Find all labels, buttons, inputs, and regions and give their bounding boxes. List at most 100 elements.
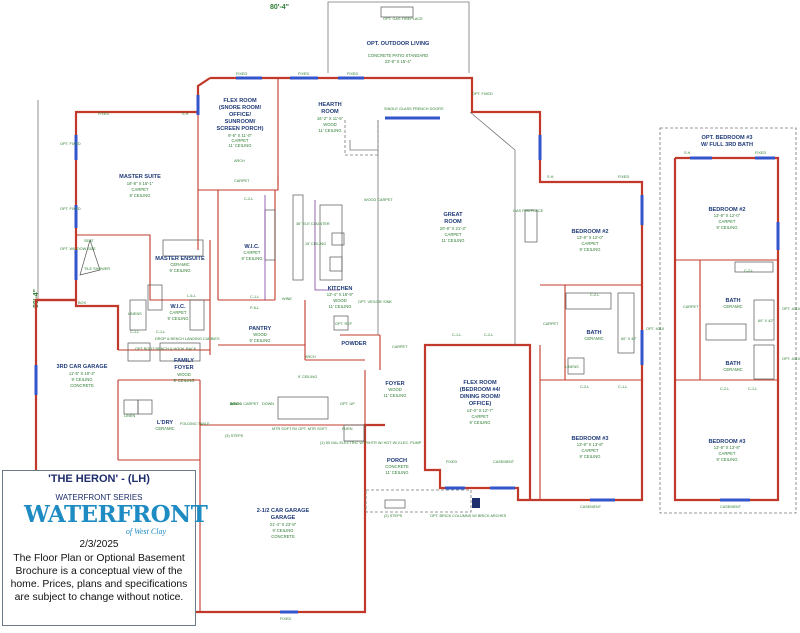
svg-text:FOLDING TABLE: FOLDING TABLE	[180, 422, 210, 426]
svg-text:BEDROOM #3: BEDROOM #3	[572, 436, 609, 442]
room-label-great-room: GREAT ROOM 20'-8" X 21'-3" CARPET 11' CE…	[440, 212, 467, 243]
svg-text:S.H.: S.H.	[684, 151, 691, 155]
svg-text:C-2-L: C-2-L	[580, 385, 590, 389]
svg-text:MTR SOFT R/I OPT. MTR SOFT: MTR SOFT R/I OPT. MTR SOFT	[272, 427, 328, 431]
svg-text:C-1-L: C-1-L	[618, 385, 628, 389]
windows	[34, 76, 644, 614]
svg-text:DROP & BENCH LANDING CUBBIES: DROP & BENCH LANDING CUBBIES	[155, 337, 220, 341]
overall-width-dimension: 80'-4"	[270, 4, 289, 11]
svg-text:C-1-L: C-1-L	[130, 330, 140, 334]
svg-text:OFFICE/: OFFICE/	[229, 112, 252, 118]
svg-text:60" X 42": 60" X 42"	[758, 319, 774, 323]
svg-text:9' CEILING: 9' CEILING	[716, 225, 737, 230]
svg-text:9' CEILING: 9' CEILING	[169, 268, 190, 273]
svg-text:OPT. FIXED: OPT. FIXED	[60, 207, 81, 211]
svg-text:13'-8" X 13'-8": 13'-8" X 13'-8"	[577, 442, 604, 447]
svg-text:CARPET: CARPET	[445, 232, 462, 237]
fireplace-label: OPT. GAS FIREPLACE	[383, 17, 423, 21]
svg-text:(2) STEPS: (2) STEPS	[384, 514, 403, 518]
svg-text:CARPET: CARPET	[719, 219, 736, 224]
svg-text:CARPET: CARPET	[234, 179, 250, 183]
svg-text:FLEX ROOM: FLEX ROOM	[223, 98, 257, 104]
svg-text:W.I.C.: W.I.C.	[244, 244, 260, 250]
svg-text:DINING ROOM/: DINING ROOM/	[460, 394, 501, 400]
svg-text:GARAGE: GARAGE	[271, 515, 296, 521]
svg-text:9' CEILING: 9' CEILING	[469, 420, 490, 425]
svg-text:C-2-L: C-2-L	[590, 293, 600, 297]
svg-text:C-1-L: C-1-L	[452, 333, 462, 337]
svg-text:WOOD: WOOD	[177, 372, 191, 377]
svg-text:C-1-L: C-1-L	[748, 387, 758, 391]
svg-text:11' CEILING: 11' CEILING	[318, 128, 341, 133]
svg-text:C-2-L: C-2-L	[484, 333, 494, 337]
interior-fixtures	[79, 111, 635, 513]
svg-text:WINE: WINE	[282, 297, 292, 301]
svg-text:ARCH: ARCH	[230, 402, 241, 406]
room-label-flex-top: FLEX ROOM (SNORE ROOM/ OFFICE/ SUNROOM/ …	[217, 98, 264, 148]
svg-text:OFFICE): OFFICE)	[469, 401, 492, 407]
svg-text:9' CEILING: 9' CEILING	[167, 316, 188, 321]
waterfront-logo: WATERFRONT of West Clay	[24, 503, 208, 537]
svg-text:FURN: FURN	[342, 427, 353, 431]
svg-text:WOOD: WOOD	[323, 122, 337, 127]
svg-text:OPT. UP: OPT. UP	[340, 402, 355, 406]
svg-text:ARCH: ARCH	[234, 159, 245, 163]
svg-text:CARPET: CARPET	[132, 187, 149, 192]
svg-text:BOX: BOX	[78, 301, 86, 305]
room-label-bath: BATH CERAMIC	[584, 330, 603, 341]
svg-text:CARPET: CARPET	[170, 310, 187, 315]
svg-text:(3) STEPS: (3) STEPS	[225, 434, 244, 438]
svg-text:13'-8" X 13'-8": 13'-8" X 13'-8"	[714, 445, 741, 450]
svg-text:13'-4" X 18'-9": 13'-4" X 18'-9"	[327, 292, 354, 297]
svg-text:SEAT: SEAT	[84, 239, 94, 243]
room-label-flex-bottom: FLEX ROOM (BEDROOM #4/ DINING ROOM/ OFFI…	[460, 380, 501, 425]
svg-text:OPT. WINDOW SIZE: OPT. WINDOW SIZE	[60, 247, 96, 251]
svg-text:9' CEILING: 9' CEILING	[173, 378, 194, 383]
svg-text:GREAT: GREAT	[443, 212, 463, 218]
svg-text:BEDROOM #2: BEDROOM #2	[572, 229, 609, 235]
optional-bedroom-alternate	[659, 127, 797, 514]
svg-text:CONCRETE: CONCRETE	[70, 383, 94, 388]
svg-text:3RD CAR GARAGE: 3RD CAR GARAGE	[57, 364, 108, 370]
svg-text:(SNORE ROOM/: (SNORE ROOM/	[219, 105, 262, 111]
room-label-alt-bath2: BATH CERAMIC	[723, 361, 742, 372]
plan-date: 2/3/2025	[79, 539, 119, 550]
svg-text:FIXED: FIXED	[280, 617, 291, 621]
svg-text:15' CEILING: 15' CEILING	[305, 242, 326, 246]
svg-text:WOOD CARPET: WOOD CARPET	[230, 402, 259, 406]
svg-text:LINENS: LINENS	[565, 365, 579, 369]
svg-text:PANTRY: PANTRY	[249, 326, 272, 332]
svg-text:CONCRETE: CONCRETE	[385, 464, 409, 469]
svg-text:14'-0" X 12'-7": 14'-0" X 12'-7"	[467, 408, 494, 413]
svg-text:OPT. FIXED: OPT. FIXED	[472, 92, 493, 96]
svg-text:S.H.: S.H.	[182, 112, 189, 116]
room-label-wic-main: W.I.C. CARPET 9' CEILING	[241, 244, 262, 261]
svg-text:OPT. FIXED: OPT. FIXED	[60, 142, 81, 146]
svg-text:BATH: BATH	[725, 361, 740, 367]
svg-text:OPT. 4010: OPT. 4010	[782, 307, 800, 311]
svg-text:OPT. 4010: OPT. 4010	[782, 357, 800, 361]
svg-text:WOOD: WOOD	[253, 332, 267, 337]
room-label-alt-bath1: BATH CERAMIC	[723, 298, 742, 309]
svg-text:CERAMIC: CERAMIC	[170, 262, 189, 267]
svg-text:CARPET: CARPET	[543, 322, 559, 326]
room-label-bedroom2: BEDROOM #2 13'-8" X 12'-0" CARPET 9' CEI…	[572, 229, 609, 252]
svg-text:P-6-L: P-6-L	[250, 306, 259, 310]
svg-text:W/ FULL 3RD BATH: W/ FULL 3RD BATH	[701, 142, 753, 148]
svg-text:CARPET: CARPET	[392, 345, 408, 349]
svg-text:C-2-L: C-2-L	[244, 197, 254, 201]
svg-text:FLEX ROOM: FLEX ROOM	[463, 380, 497, 386]
svg-text:CERAMIC: CERAMIC	[584, 336, 603, 341]
svg-text:MASTER SUITE: MASTER SUITE	[119, 174, 161, 180]
svg-text:(BEDROOM #4/: (BEDROOM #4/	[460, 387, 501, 393]
svg-text:PORCH: PORCH	[387, 458, 407, 464]
svg-text:FIXED: FIXED	[298, 72, 309, 76]
svg-text:16'-2" X 11'-5": 16'-2" X 11'-5"	[317, 116, 344, 121]
svg-text:CARPET: CARPET	[232, 138, 249, 143]
svg-text:WOOD: WOOD	[333, 298, 347, 303]
room-label-garage: 2-1/2 CAR GARAGE GARAGE 21'-4" X 23'-8" …	[257, 508, 310, 539]
svg-text:FIXED: FIXED	[755, 151, 766, 155]
svg-text:GAS FIREPLACE: GAS FIREPLACE	[513, 209, 544, 213]
room-label-alt-bedroom2: BEDROOM #2 13'-8" X 12'-0" CARPET 9' CEI…	[709, 207, 746, 230]
svg-text:MASTER ENSUITE: MASTER ENSUITE	[155, 256, 205, 262]
